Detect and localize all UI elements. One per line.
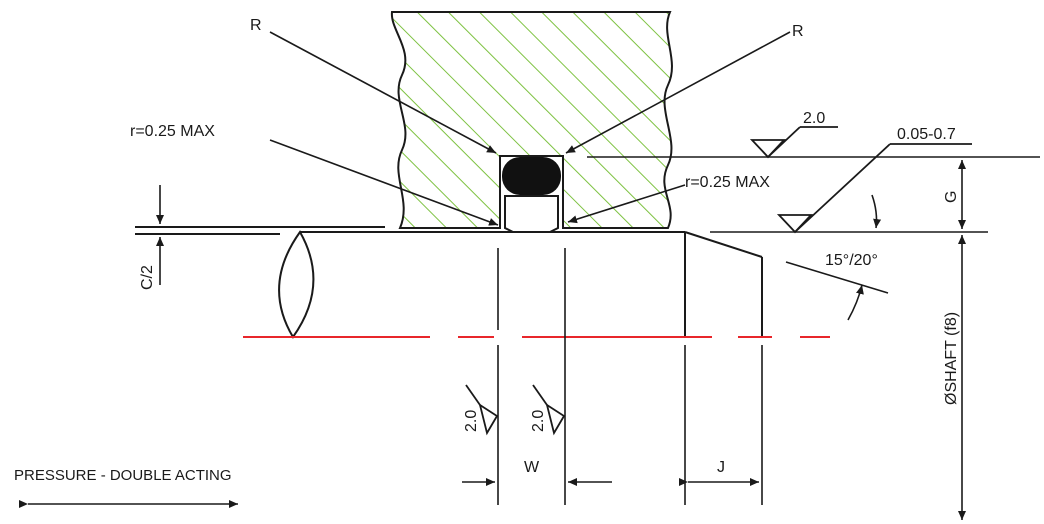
groove-finish-left-label: 2.0 (463, 410, 480, 432)
leaders (269, 31, 791, 226)
chamfer-angle-label: 15°/20° (825, 252, 878, 269)
shaft-finish-arc (871, 194, 882, 229)
radius-label-right: R (792, 23, 804, 40)
groove-finish-right-label: 2.0 (530, 410, 547, 432)
clearance-label: C/2 (139, 265, 156, 290)
surface-finish-shaft-label: 0.05-0.7 (897, 126, 956, 143)
radius-label-left: R (250, 17, 262, 34)
housing-section (390, 11, 673, 229)
finish-symbol-groove-right (545, 403, 566, 436)
labels: R R r=0.25 MAX r=0.25 MAX 2.0 0.05-0.7 G… (14, 17, 960, 484)
dimensions (19, 160, 966, 520)
backup-ring (504, 195, 559, 233)
chamfer-angle-arc (847, 284, 864, 321)
groove-depth-label: G (943, 191, 960, 203)
groove (502, 157, 561, 233)
housing (390, 11, 673, 229)
surface-finish-symbols (465, 126, 972, 436)
shaft-break-lens (278, 230, 315, 339)
finish-symbol-shaft (776, 214, 814, 234)
pressure-note: PRESSURE - DOUBLE ACTING (14, 467, 232, 484)
surface-finish-top-label: 2.0 (803, 110, 825, 127)
chamfer-angle-base (785, 261, 889, 294)
o-ring-seal (502, 157, 561, 195)
finish-symbol-top (749, 139, 787, 159)
corner-radius-label-left: r=0.25 MAX (130, 123, 215, 140)
corner-radius-label-right: r=0.25 MAX (685, 174, 770, 191)
finish-symbol-groove-left (478, 403, 499, 436)
shaft (135, 226, 763, 339)
shaft-diameter-label: ØSHAFT (f8) (943, 312, 960, 405)
chamfer-length-label: J (717, 459, 725, 476)
groove-width-label: W (524, 459, 540, 476)
